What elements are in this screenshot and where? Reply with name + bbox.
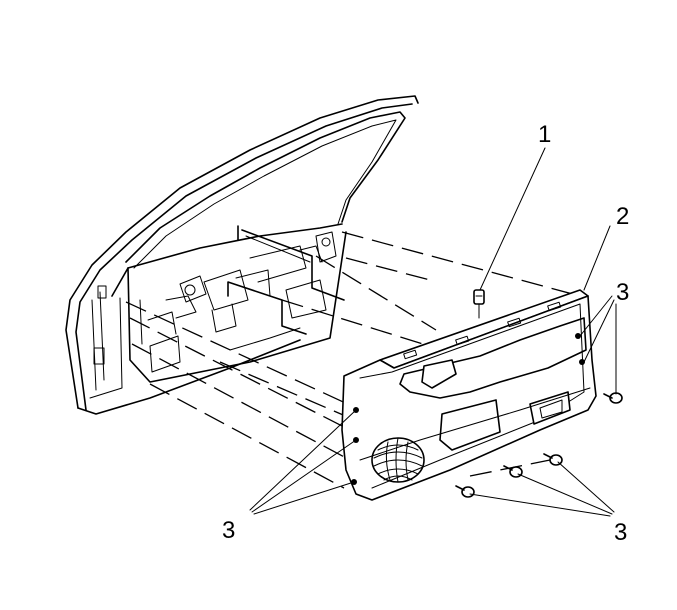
screw-1: [473, 289, 485, 319]
callout-2: 2: [616, 203, 629, 230]
screw-lower-2: [503, 465, 523, 478]
callout-3-bottom: 3: [614, 519, 627, 546]
door-frame: [65, 95, 419, 415]
fasteners: [455, 289, 623, 498]
callout-1: 1: [538, 121, 551, 148]
speaker-grille: [371, 437, 425, 483]
callout-3-left: 3: [222, 517, 235, 544]
door-trim-panel: [341, 289, 597, 501]
callout-labels: 1 2 3 3 3: [222, 121, 629, 546]
callout-3-right: 3: [616, 279, 629, 306]
leader-lines: [249, 147, 617, 517]
screw-right: [603, 392, 623, 404]
screw-lower-1: [455, 485, 475, 498]
